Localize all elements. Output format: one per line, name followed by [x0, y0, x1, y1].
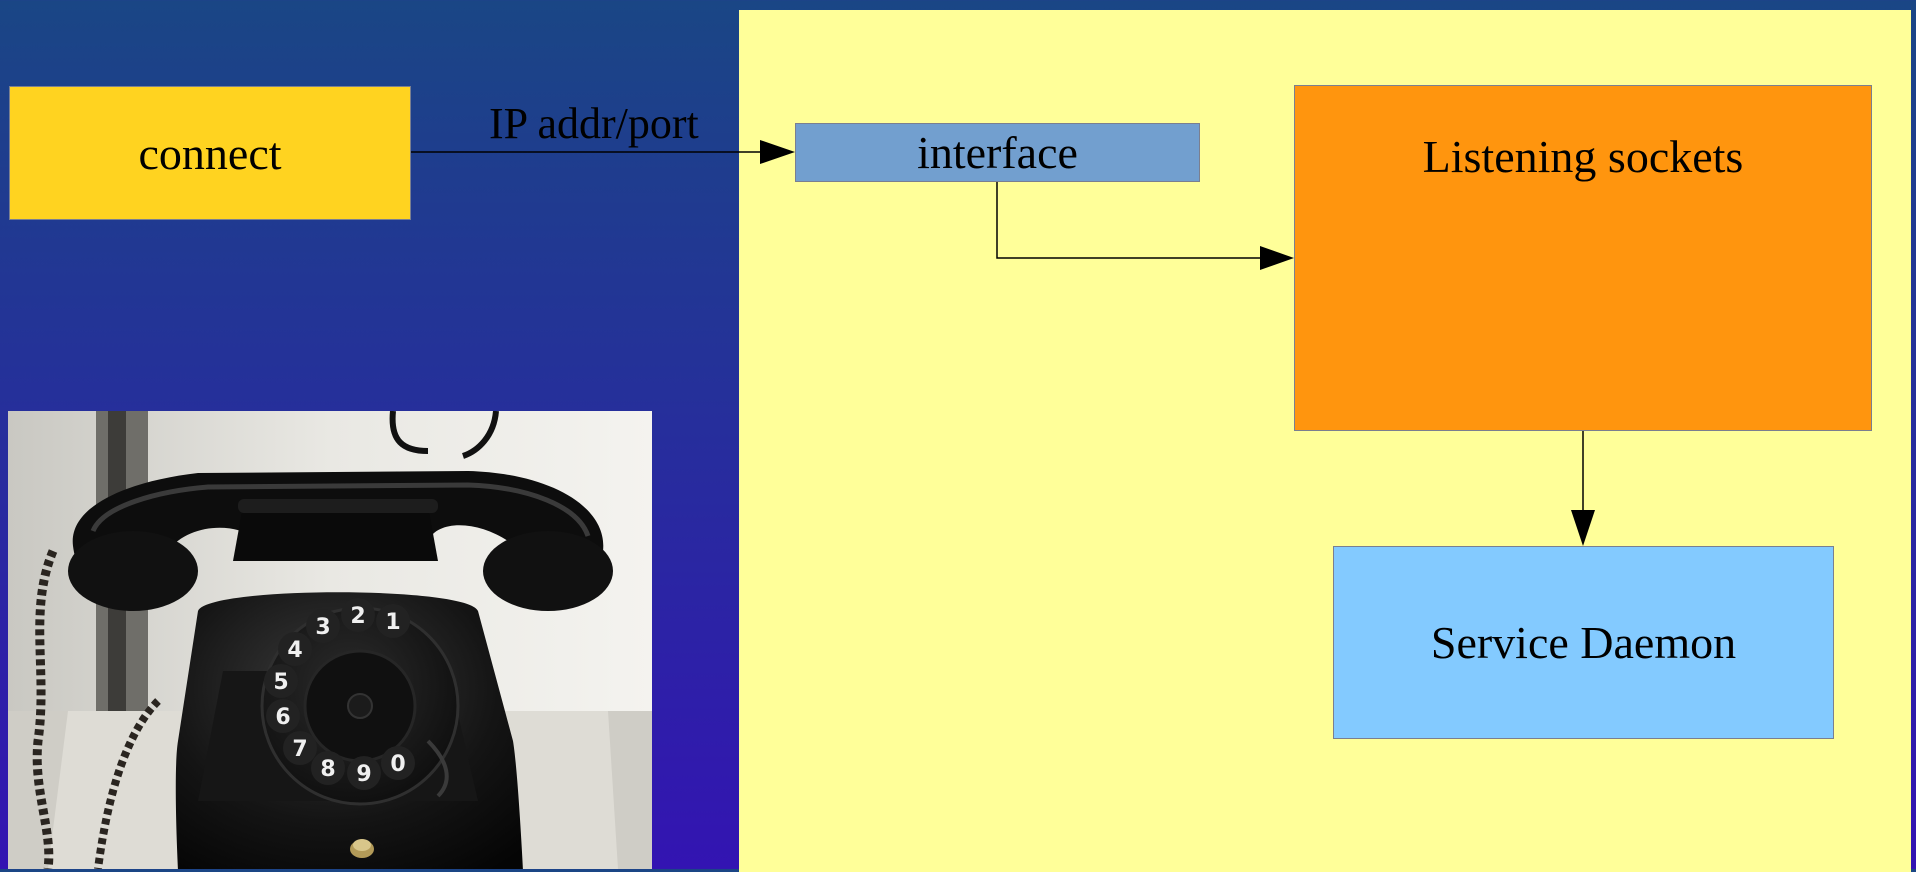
svg-text:0: 0	[390, 752, 405, 777]
rotary-telephone-photo: 1 2 3 4 5 6 7 8 9 0	[8, 411, 652, 869]
svg-text:6: 6	[275, 705, 290, 730]
svg-text:9: 9	[356, 762, 371, 787]
listening-sockets-node: Listening sockets	[1294, 85, 1872, 431]
svg-text:4: 4	[287, 638, 302, 663]
arrow-listening-to-daemon	[1571, 431, 1595, 546]
svg-text:5: 5	[273, 670, 288, 695]
service-daemon-label: Service Daemon	[1430, 617, 1737, 668]
interface-label: interface	[917, 127, 1078, 178]
interface-node: interface	[795, 123, 1200, 182]
ip-addr-port-label: IP addr/port	[489, 99, 699, 148]
service-daemon-node: Service Daemon	[1333, 546, 1834, 739]
arrow-interface-to-listening	[996, 182, 1294, 270]
svg-text:1: 1	[385, 610, 400, 635]
connect-node: connect	[9, 86, 411, 220]
svg-text:2: 2	[350, 604, 365, 629]
svg-text:3: 3	[315, 615, 330, 640]
arrow-connect-to-interface	[411, 140, 795, 164]
connect-label: connect	[138, 127, 282, 179]
svg-text:8: 8	[320, 757, 335, 782]
svg-text:7: 7	[292, 737, 307, 762]
listening-sockets-label: Listening sockets	[1422, 131, 1744, 182]
